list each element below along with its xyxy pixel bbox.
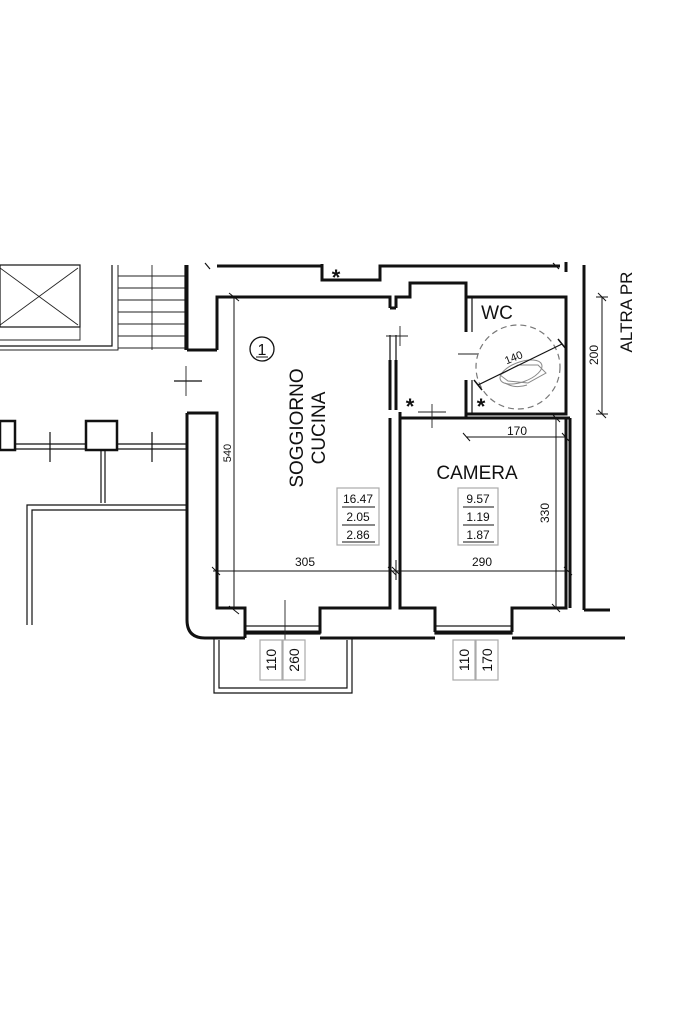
wheelchair-circle: 140 [473, 324, 567, 410]
living-window-tag: 110 260 [259, 639, 306, 681]
bedroom-data-box: 9.57 1.19 1.87 [457, 487, 499, 546]
wc-width-dimension: 170 [507, 424, 527, 438]
bedroom-width-dimension: 290 [472, 555, 492, 569]
bedroom-window-tag: 110 170 [452, 639, 499, 681]
dimension-lines [211, 292, 608, 615]
corridor-railing [0, 366, 202, 503]
bedroom-area: 9.57 [466, 492, 490, 506]
living-window-sill: 110 [263, 649, 279, 672]
asterisk-top: * [332, 265, 341, 290]
living-height-dimension: 540 [222, 444, 234, 462]
bedroom-ratio2: 1.87 [466, 528, 490, 542]
living-ratio2: 2.86 [346, 528, 370, 542]
bedroom-window-height: 170 [479, 648, 495, 672]
asterisk-wc: * [477, 394, 486, 419]
bedroom-height-dimension: 330 [538, 503, 552, 523]
asterisk-corridor: * [406, 394, 415, 419]
living-width-dimension: 305 [295, 555, 315, 569]
apartment-walls [185, 265, 625, 640]
windows [213, 600, 513, 694]
top-wall [204, 262, 610, 612]
living-room-name-line1: SOGGIORNO [287, 368, 308, 487]
neighbor-label: ALTRA PR [617, 272, 636, 353]
living-data-box: 16.47 2.05 2.86 [336, 487, 380, 546]
left-balcony [26, 504, 187, 625]
living-ratio1: 2.05 [346, 510, 370, 524]
living-room-name-line2: CUCINA [309, 391, 330, 464]
living-window-height: 260 [286, 648, 302, 672]
bedroom-room-name: CAMERA [436, 463, 518, 484]
wc-room-name: WC [481, 303, 513, 324]
living-area: 16.47 [343, 492, 373, 506]
bedroom-ratio1: 1.19 [466, 510, 490, 524]
room-number-marker: 1 [249, 336, 275, 362]
stair-block [0, 264, 186, 351]
bedroom-window-sill: 110 [456, 649, 472, 672]
wc-height-dimension: 200 [587, 345, 601, 365]
room-number: 1 [258, 342, 267, 359]
